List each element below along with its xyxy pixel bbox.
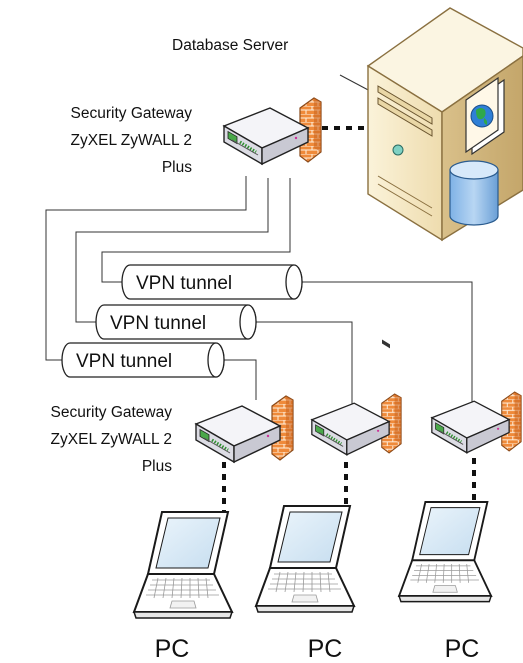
gateway-bottom-3 (430, 390, 523, 455)
laptop-icon (398, 501, 493, 603)
vpn-tunnel-2: VPN tunnel (95, 304, 257, 340)
pc-1-label: PC (155, 635, 190, 663)
database-cylinder-icon (449, 160, 499, 226)
gateway-bottom-line3: Plus (142, 458, 172, 475)
vpn-tunnel-3-label: VPN tunnel (76, 351, 172, 372)
router-firewall-icon (222, 96, 323, 166)
tunnel-line-3-upper (45, 176, 247, 361)
pc-2 (255, 505, 355, 613)
database-server (366, 7, 523, 349)
gateway-top-line1: Security Gateway (71, 105, 193, 122)
vpn-tunnel-1: VPN tunnel (121, 264, 303, 300)
pc-1 (133, 511, 233, 619)
tunnel-line-2-upper (75, 178, 269, 323)
laptop-icon (255, 505, 355, 613)
gateway-top-line3: Plus (162, 159, 192, 176)
tunnel-line-2-lower (256, 321, 353, 405)
laptop-icon (133, 511, 233, 619)
gateway-top (222, 96, 323, 166)
gateway-bottom-line2: ZyXEL ZyWALL 2 (51, 431, 172, 448)
router-firewall-icon (310, 392, 403, 457)
tunnel-line-3-lower (224, 359, 257, 400)
pc-3-label: PC (445, 635, 480, 663)
tunnel-line-1-upper (101, 178, 291, 283)
server-label-leader (339, 74, 373, 93)
router-firewall-icon (430, 390, 523, 455)
gateway-bottom-2 (310, 392, 403, 457)
vpn-tunnel-2-label: VPN tunnel (110, 313, 206, 334)
pc-3 (398, 501, 493, 603)
gateway-bottom-1 (194, 394, 295, 464)
vpn-tunnel-3: VPN tunnel (61, 342, 225, 378)
server-label: Database Server (172, 37, 288, 54)
pc-2-label: PC (308, 635, 343, 663)
connection-lines (45, 74, 473, 408)
tunnel-line-1-lower (302, 281, 473, 408)
router-firewall-icon (194, 394, 295, 464)
vpn-tunnel-1-label: VPN tunnel (136, 273, 232, 294)
gateway-bottom-line1: Security Gateway (51, 404, 173, 421)
gateway-top-line2: ZyXEL ZyWALL 2 (71, 132, 192, 149)
web-document-icon (465, 76, 505, 156)
